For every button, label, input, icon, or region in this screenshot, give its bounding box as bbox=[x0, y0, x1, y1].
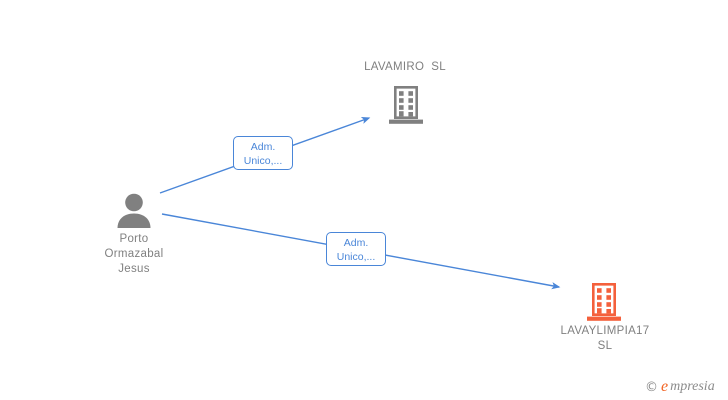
edge-label-line2: Unico,... bbox=[243, 155, 283, 167]
brand-initial: e bbox=[661, 378, 669, 395]
node-person[interactable] bbox=[100, 192, 168, 228]
brand-name: mpresia bbox=[670, 379, 715, 394]
edge-label-line2: Unico,... bbox=[336, 251, 376, 263]
node-lavaylimpia[interactable] bbox=[585, 282, 623, 322]
edge-label-line1: Adm. bbox=[250, 141, 276, 153]
building-icon bbox=[587, 283, 621, 321]
node-lavamiro-label: LAVAMIRO SL bbox=[364, 61, 446, 73]
node-person-label: Porto Ormazabal Jesus bbox=[104, 233, 164, 275]
copyright-icon: © bbox=[645, 379, 658, 395]
empresia-watermark: © e mpresia bbox=[645, 378, 715, 396]
node-lavamiro[interactable] bbox=[387, 85, 425, 125]
edge-label-line1: Adm. bbox=[343, 237, 369, 249]
edge-label-person-lavamiro[interactable]: Adm. Unico,... bbox=[233, 136, 293, 170]
person-avatar-icon bbox=[117, 193, 151, 228]
building-icon bbox=[389, 86, 423, 124]
node-lavaylimpia-label: LAVAYLIMPIA17 SL bbox=[560, 325, 650, 352]
edge-label-person-lavaylimpia[interactable]: Adm. Unico,... bbox=[326, 232, 386, 266]
